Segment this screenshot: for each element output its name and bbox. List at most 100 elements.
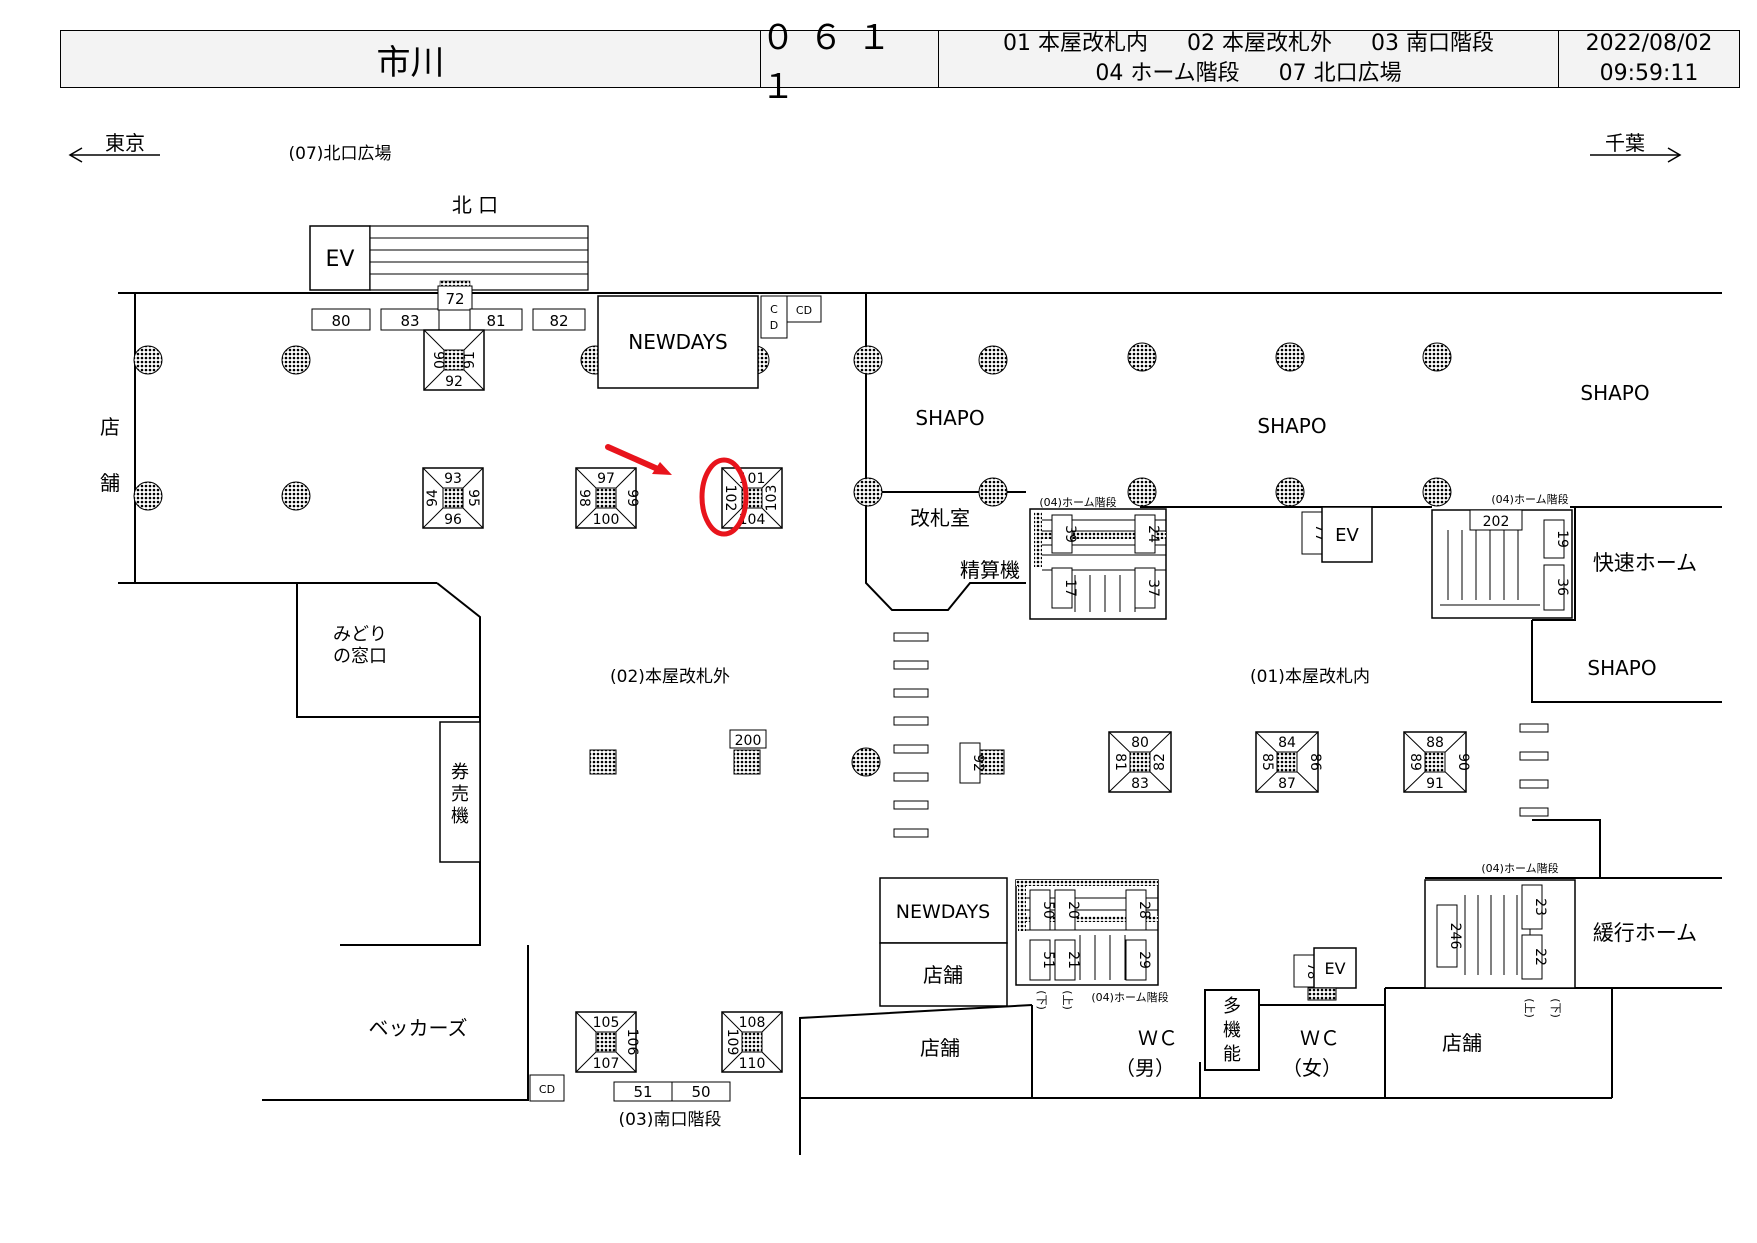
- svg-text:81: 81: [486, 312, 505, 330]
- ticket-gates: [893, 632, 1549, 838]
- stairs-lower-left: 50 20 28 51 21 29 (下) (上) (04)ホーム階段: [1015, 879, 1169, 1010]
- inside-gate-label: (01)本屋改札内: [1250, 667, 1370, 687]
- svg-text:202: 202: [1483, 514, 1510, 530]
- pillar-board-e: 80 81 82 83: [1108, 731, 1172, 793]
- svg-text:SHAPO: SHAPO: [1580, 381, 1649, 405]
- south-row-boards: 51 50: [613, 1081, 731, 1102]
- ev-lower: [1313, 947, 1357, 989]
- svg-text:EV: EV: [1335, 525, 1359, 546]
- svg-text:86: 86: [1307, 753, 1323, 771]
- ticket-machine: [439, 721, 481, 863]
- svg-text:19: 19: [1554, 530, 1570, 548]
- highlight-marker: [605, 444, 749, 537]
- pillar-board-i: 108 109 110: [721, 1011, 783, 1073]
- area-07: 07 北口広場: [1278, 61, 1402, 86]
- header-bar: 市川 ０６１１ 01 本屋改札内 02 本屋改札外 03 南口階段 04 ホーム…: [60, 18, 1740, 107]
- svg-text:多: 多: [1223, 996, 1241, 1017]
- pillar-board-f: 84 85 86 87: [1255, 731, 1323, 793]
- highlight-circle: [699, 457, 749, 537]
- svg-text:106: 106: [624, 1029, 640, 1056]
- cd-box-north: [786, 295, 822, 323]
- pillar-board-g: 88 89 90 91: [1403, 731, 1471, 793]
- svg-text:36: 36: [1554, 578, 1570, 596]
- north-exit-label: 北 口: [452, 193, 498, 217]
- svg-text:(04)ホーム階段: (04)ホーム階段: [1481, 861, 1558, 875]
- svg-text:90: 90: [1455, 753, 1471, 771]
- svg-text:100: 100: [593, 512, 620, 528]
- svg-text:(上): (上): [1523, 998, 1536, 1018]
- svg-text:84: 84: [1278, 735, 1296, 751]
- svg-text:NEWDAYS: NEWDAYS: [896, 901, 991, 923]
- newdays-north-label: NEWDAYS: [628, 330, 727, 354]
- svg-text:51: 51: [633, 1083, 652, 1101]
- area-04: 04 ホーム階段: [1095, 61, 1240, 86]
- beckers-label: ベッカーズ: [369, 1016, 468, 1040]
- svg-text:83: 83: [400, 312, 419, 330]
- svg-text:CD: CD: [539, 1083, 555, 1096]
- svg-text:85: 85: [1259, 753, 1275, 771]
- svg-text:91: 91: [1426, 776, 1444, 792]
- stairs-upper-left: (04)ホーム階段 39 24 17 37: [1029, 495, 1167, 620]
- board-92: [959, 742, 981, 784]
- date: 2022/08/02: [1585, 31, 1713, 56]
- svg-text:108: 108: [739, 1015, 766, 1031]
- svg-text:51: 51: [1040, 951, 1056, 969]
- svg-text:90: 90: [430, 351, 446, 369]
- svg-text:82: 82: [1152, 753, 1168, 771]
- fare-adjustment-label: 精算機: [960, 558, 1020, 582]
- direction-chiba: 千葉: [1590, 131, 1682, 163]
- board-200: [729, 729, 767, 749]
- svg-text:28: 28: [1136, 901, 1152, 919]
- svg-text:107: 107: [593, 1056, 620, 1072]
- local-platform-label: 緩行ホーム: [1593, 921, 1697, 945]
- svg-text:D: D: [770, 319, 778, 332]
- svg-text:97: 97: [597, 471, 615, 487]
- svg-text:80: 80: [1131, 735, 1149, 751]
- area-01: 01 本屋改札内: [1003, 31, 1148, 56]
- svg-text:109: 109: [724, 1029, 740, 1056]
- svg-text:88: 88: [1426, 735, 1444, 751]
- svg-text:24: 24: [1145, 525, 1161, 543]
- chiba-label: 千葉: [1605, 131, 1645, 155]
- svg-text:105: 105: [593, 1015, 620, 1031]
- svg-text:93: 93: [444, 471, 462, 487]
- svg-text:機: 機: [451, 806, 469, 827]
- svg-text:(下): (下): [1035, 990, 1048, 1010]
- midori-label-2: の窓口: [333, 646, 387, 667]
- svg-text:(04)ホーム階段: (04)ホーム階段: [1039, 495, 1116, 509]
- ev-upper: [1321, 506, 1373, 563]
- area-legend: 01 本屋改札内 02 本屋改札外 03 南口階段 04 ホーム階段 07 北口…: [939, 31, 1559, 87]
- svg-text:売: 売: [451, 784, 469, 805]
- svg-text:29: 29: [1136, 951, 1152, 969]
- svg-text:91: 91: [462, 351, 478, 369]
- ev-north-label: EV: [326, 247, 355, 272]
- svg-text:92: 92: [970, 754, 986, 772]
- timestamp: 2022/08/02 09:59:11: [1559, 31, 1739, 87]
- stairs-upper-right: (04)ホーム階段 202 19 36: [1431, 492, 1573, 619]
- tokyo-label: 東京: [105, 131, 145, 155]
- outside-gate-label: (02)本屋改札外: [610, 667, 730, 687]
- svg-text:(04)ホーム階段: (04)ホーム階段: [1491, 492, 1568, 506]
- svg-text:103: 103: [764, 485, 780, 512]
- svg-text:95: 95: [465, 489, 481, 507]
- shop-south-a: [879, 942, 1008, 1007]
- north-plaza-label: (07)北口広場: [289, 144, 392, 164]
- svg-text:券: 券: [451, 762, 469, 783]
- svg-text:89: 89: [1407, 753, 1423, 771]
- stairs-lower-right: (04)ホーム階段 246 23 22 (上) (下): [1424, 861, 1576, 1018]
- rapid-platform-label: 快速ホーム: [1593, 551, 1697, 575]
- svg-text:83: 83: [1131, 776, 1149, 792]
- svg-text:92: 92: [445, 374, 463, 390]
- svg-text:CD: CD: [796, 304, 812, 317]
- svg-text:(下): (下): [1549, 998, 1562, 1018]
- svg-text:94: 94: [425, 489, 441, 507]
- svg-text:23: 23: [1532, 898, 1548, 916]
- svg-text:（女）: （女）: [1282, 1056, 1342, 1080]
- wc-male: ＷＣ: [1138, 1026, 1178, 1050]
- area-02: 02 本屋改札外: [1187, 31, 1332, 56]
- svg-text:20: 20: [1065, 901, 1081, 919]
- shapo-labels: SHAPO SHAPO SHAPO SHAPO: [915, 381, 1656, 680]
- svg-text:50: 50: [691, 1083, 710, 1101]
- midori-label-1: みどり: [333, 624, 387, 645]
